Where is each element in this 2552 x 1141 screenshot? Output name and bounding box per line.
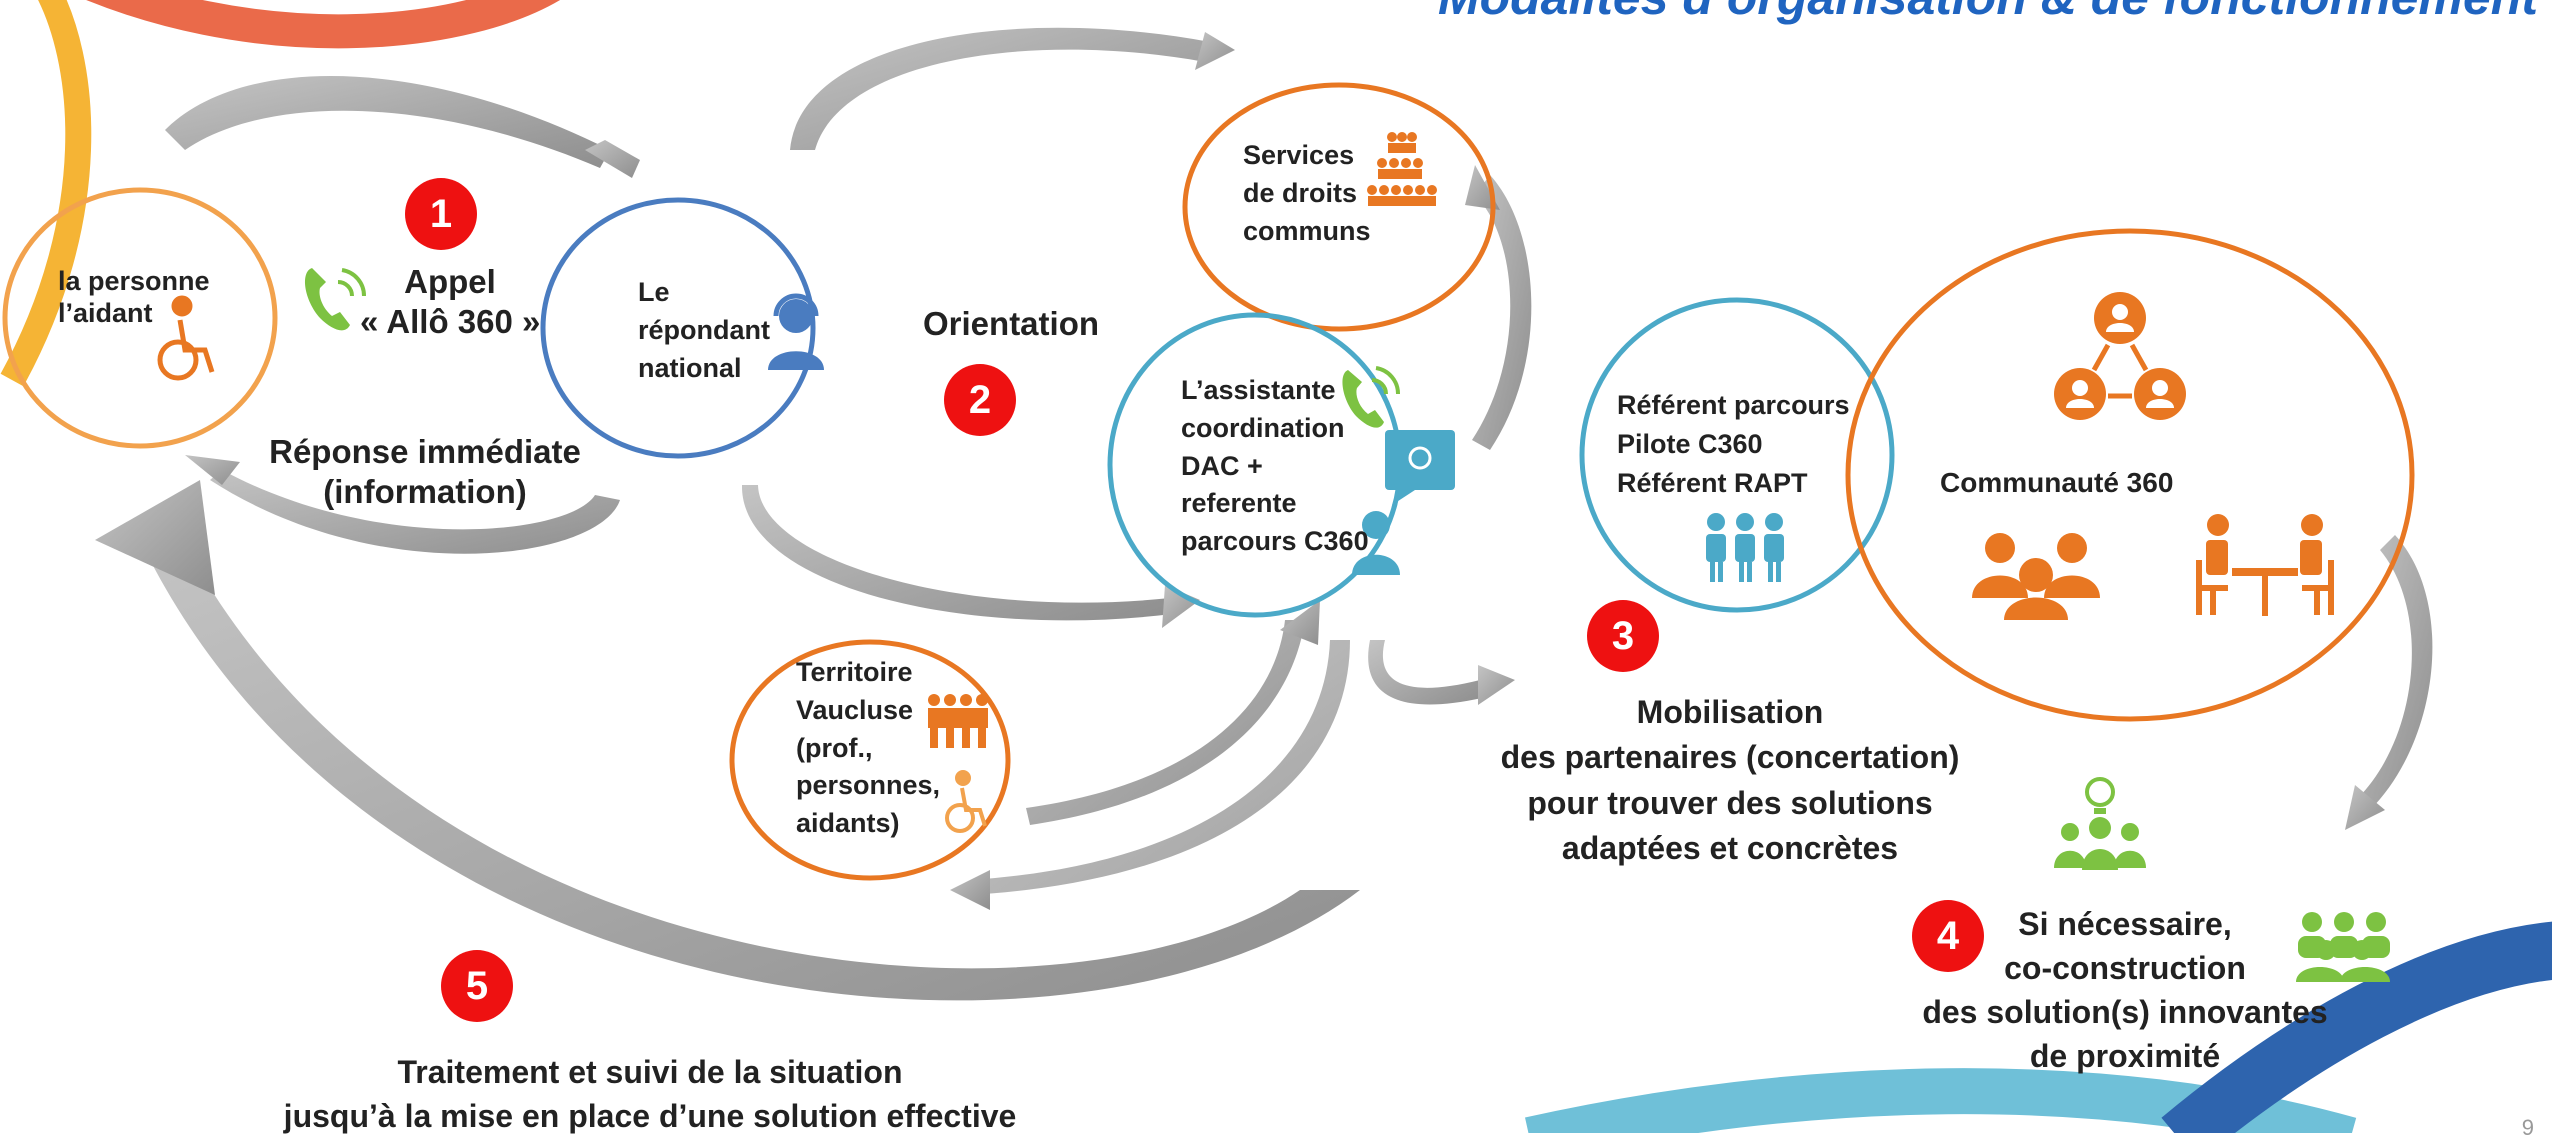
step-4-line4: de proximité [2029, 1038, 2221, 1075]
services-line3: communs [1243, 215, 1371, 246]
territoire-line2: Vaucluse [796, 694, 914, 725]
step-5-badge: 5 [441, 950, 513, 1022]
network-persons-icon [2054, 292, 2186, 420]
step-4-badge: 4 [1912, 900, 1984, 972]
step-3-badge: 3 [1587, 600, 1659, 672]
assistante-line5: parcours C360 [1181, 526, 1369, 557]
referent-line2: Pilote C360 [1617, 429, 1763, 460]
node-communaute: Communauté 360 [1940, 467, 2174, 498]
headset-person-icon [768, 293, 824, 370]
step-2-badge: 2 [944, 364, 1016, 436]
flow-arrows [95, 27, 2433, 1001]
wheelchair-icon [157, 295, 215, 381]
response-label: Réponse immédiate (information) [255, 432, 595, 511]
assistante-line3: DAC + [1181, 450, 1263, 481]
step-5-line1: Traitement et suivi de la situation [397, 1054, 903, 1090]
green-group-icon [2296, 912, 2390, 982]
page-title: Modalités d’organisation & de fonctionne… [1438, 0, 2538, 26]
idea-person-icon [1352, 430, 1455, 575]
node-circles [2, 82, 2415, 881]
referent-line3: Référent RAPT [1617, 468, 1808, 499]
referent-line1: Référent parcours [1617, 390, 1850, 420]
step-4-line2: co-construction [2004, 950, 2246, 987]
step-1-label: Appel « Allô 360 » [360, 262, 540, 341]
node-personne: la personne l’aidant [58, 265, 210, 330]
step-4-label: Si nécessaire, co-construction des solut… [1905, 902, 2345, 1079]
step-1-line2: « Allô 360 » [360, 302, 541, 340]
assistant-phone-icon [1342, 366, 1401, 428]
personne-line1: la personne [58, 266, 210, 296]
repondant-line2: répondant [638, 314, 770, 345]
step-5-label: Traitement et suivi de la situation jusq… [280, 1050, 1020, 1138]
idea-group-icon [2054, 777, 2146, 870]
services-line2: de droits [1243, 177, 1358, 208]
step-4-line1: Si nécessaire, [2018, 906, 2232, 942]
node-services: Services de droits communs [1243, 137, 1371, 250]
node-assistante: L’assistante coordination DAC + referent… [1181, 372, 1369, 561]
response-line1: Réponse immédiate [269, 433, 581, 470]
assistante-line4: referente [1181, 488, 1297, 519]
node-territoire: Territoire Vaucluse (prof., personnes, a… [796, 654, 940, 843]
step-1-badge: 1 [405, 178, 477, 250]
personne-line2: l’aidant [58, 298, 153, 329]
territoire-line4: personnes, [796, 770, 941, 801]
services-line1: Services [1243, 140, 1355, 170]
group-cheering-icon [928, 694, 988, 748]
territoire-wheelchair-icon [945, 770, 987, 833]
step-3-line4: adaptées et concrètes [1561, 830, 1899, 867]
territoire-line3: (prof., [796, 732, 873, 763]
crowd-icon [1367, 132, 1437, 206]
response-line2: (information) [323, 472, 527, 510]
three-persons-icon [1706, 513, 1784, 582]
repondant-line1: Le [638, 277, 670, 307]
step-3-line1: Mobilisation [1636, 694, 1824, 730]
repondant-line3: national [638, 352, 742, 383]
assistante-line2: coordination [1181, 412, 1345, 443]
node-referent: Référent parcours Pilote C360 Référent R… [1617, 386, 1850, 503]
step-3-label: Mobilisation des partenaires (concertati… [1470, 690, 1990, 872]
step-3-line3: pour trouver des solutions [1527, 784, 1933, 821]
phone-icon [305, 268, 367, 331]
territoire-line1: Territoire [796, 657, 913, 687]
page-number: 9 [2521, 1115, 2534, 1140]
step-5-line2: jusqu’à la mise en place d’une solution … [283, 1098, 1017, 1135]
step-2-label: Orientation [923, 305, 1100, 342]
meeting-group-icon [1972, 533, 2100, 620]
territoire-line5: aidants) [796, 808, 900, 839]
step-1-line1: Appel [404, 263, 496, 300]
table-meeting-icon [2196, 514, 2334, 616]
node-repondant: Le répondant national [638, 274, 770, 387]
assistante-line1: L’assistante [1181, 375, 1336, 405]
step-3-line2: des partenaires (concertation) [1500, 739, 1960, 776]
step-4-line3: des solution(s) innovantes [1922, 994, 2328, 1031]
